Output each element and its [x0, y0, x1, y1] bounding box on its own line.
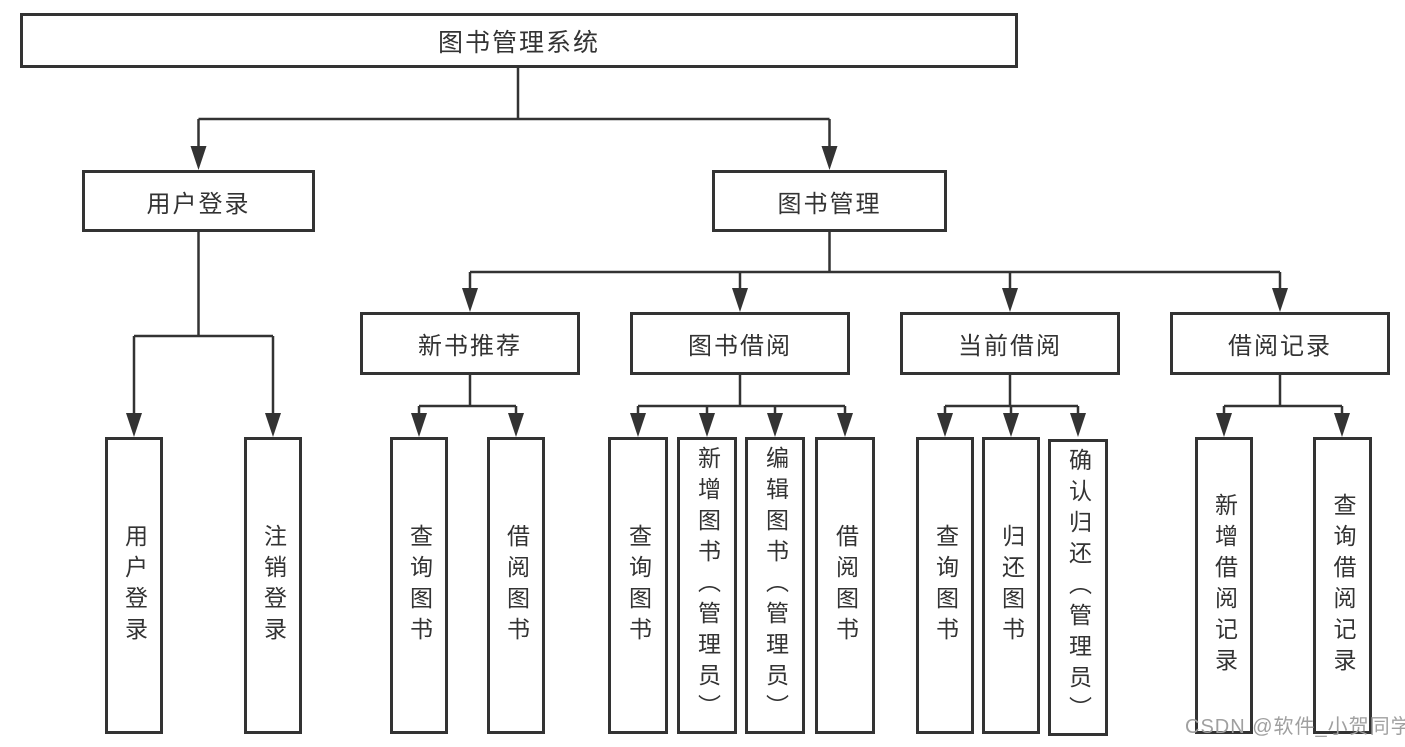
arrowhead	[126, 413, 142, 437]
arrowhead	[1216, 413, 1232, 437]
leaf-cb-return-books: 归还图书	[982, 437, 1040, 734]
node-borrow-records: 借阅记录	[1170, 312, 1390, 375]
node-label: 图书借阅	[688, 333, 792, 360]
node-book-borrow: 图书借阅	[630, 312, 850, 375]
node-book-management: 图书管理	[712, 170, 947, 232]
connector-book-management-children	[468, 232, 1282, 294]
arrowhead	[837, 413, 853, 437]
leaf-cb-query-books: 查询图书	[916, 437, 974, 734]
node-label: 确认归还（管理员）	[1065, 448, 1092, 727]
node-label: 借阅记录	[1228, 333, 1332, 360]
arrowhead	[1002, 288, 1018, 312]
arrowhead	[821, 146, 838, 170]
arrowhead	[508, 413, 524, 437]
leaf-nbr-borrow-books: 借阅图书	[487, 437, 545, 734]
node-label: 图书管理系统	[437, 28, 600, 57]
arrowhead	[1334, 413, 1350, 437]
connector-book-borrow-children	[636, 375, 847, 420]
node-label: 新书推荐	[418, 333, 522, 360]
leaf-user-login: 用户登录	[105, 437, 163, 734]
leaf-br-query-record: 查询借阅记录	[1313, 437, 1372, 734]
leaf-bb-borrow-books: 借阅图书	[815, 437, 875, 734]
arrowhead	[630, 413, 646, 437]
arrowhead	[1272, 288, 1288, 312]
leaf-cb-confirm-return-admin: 确认归还（管理员）	[1048, 439, 1108, 736]
node-library-management-system: 图书管理系统	[20, 13, 1018, 68]
node-label: 查询图书	[406, 523, 433, 648]
connector-root-to-level2	[197, 68, 831, 152]
arrowhead	[1070, 413, 1086, 437]
node-label: 注销登录	[260, 523, 287, 648]
leaf-bb-edit-book-admin: 编辑图书（管理员）	[745, 437, 805, 734]
arrowhead	[699, 413, 715, 437]
leaf-bb-query-books: 查询图书	[608, 437, 668, 734]
arrowhead	[190, 146, 207, 170]
arrowhead	[265, 413, 281, 437]
arrowhead	[462, 288, 478, 312]
leaf-logout: 注销登录	[244, 437, 302, 734]
node-user-login: 用户登录	[82, 170, 315, 232]
node-label: 编辑图书（管理员）	[762, 446, 789, 725]
node-label: 新增图书（管理员）	[694, 446, 721, 725]
leaf-br-add-record: 新增借阅记录	[1195, 437, 1253, 734]
csdn-watermark: CSDN @软件_小贺同学	[1185, 716, 1405, 738]
node-label: 用户登录	[121, 523, 148, 648]
leaf-bb-add-book-admin: 新增图书（管理员）	[677, 437, 737, 734]
node-label: 图书管理	[777, 190, 882, 218]
arrowhead	[1003, 413, 1019, 437]
connector-new-book-recommend-children	[417, 375, 518, 420]
connector-borrow-records-children	[1222, 375, 1344, 420]
node-label: 查询借阅记录	[1330, 492, 1356, 679]
node-label: 借阅图书	[832, 523, 859, 648]
arrowhead	[411, 413, 427, 437]
node-new-book-recommend: 新书推荐	[360, 312, 580, 375]
connector-paths	[132, 68, 1344, 420]
arrowhead	[732, 288, 748, 312]
node-label: 新增借阅记录	[1211, 492, 1238, 679]
node-label: 归还图书	[998, 523, 1025, 648]
node-label: 查询图书	[625, 523, 652, 648]
leaf-nbr-query-books: 查询图书	[390, 437, 448, 734]
node-current-borrow: 当前借阅	[900, 312, 1120, 375]
connector-user-login-children	[132, 232, 275, 418]
node-label: 当前借阅	[958, 333, 1062, 360]
arrowheads	[126, 146, 1350, 437]
node-label: 用户登录	[146, 190, 251, 218]
arrowhead	[937, 413, 953, 437]
node-label: 借阅图书	[503, 523, 530, 648]
node-label: 查询图书	[932, 523, 959, 648]
arrowhead	[767, 413, 783, 437]
